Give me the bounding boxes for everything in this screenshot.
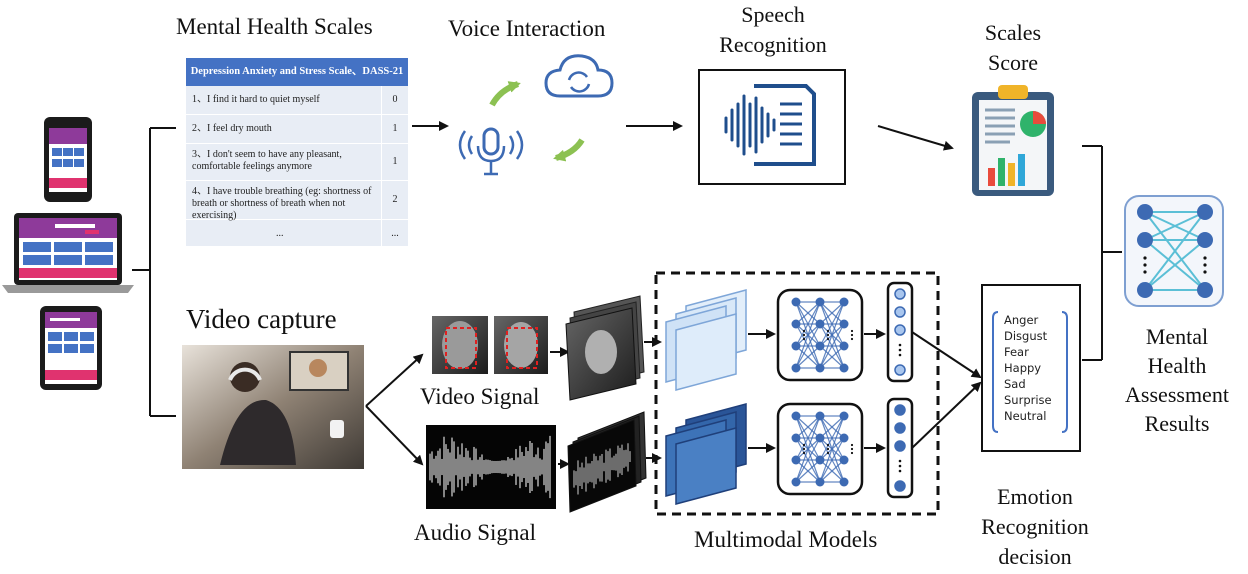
emotion-decision-line1: Emotion xyxy=(997,484,1073,509)
multimodal-models-label: Multimodal Models xyxy=(694,527,878,552)
emotion-bracket-left xyxy=(992,311,999,433)
emotion-item: Sad xyxy=(1004,377,1026,391)
emotion-item: Fear xyxy=(1004,345,1029,359)
clipboard-score-icon xyxy=(972,85,1054,196)
microphone-icon xyxy=(458,127,524,176)
video-capture-photo xyxy=(182,345,364,469)
emotion-decision-label: Emotion Recognition decision xyxy=(960,482,1110,572)
mental-health-scales-label: Mental Health Scales xyxy=(176,14,373,39)
scale-score: ... xyxy=(381,220,408,248)
scale-score: 0 xyxy=(381,86,408,114)
scales-score-line1: Scales xyxy=(984,20,1042,45)
scale-score: 1 xyxy=(381,115,408,143)
speech-recognition-line2: Recognition xyxy=(719,32,827,57)
cloud-sync-icon xyxy=(544,54,614,98)
table-row: 3、I don't seem to have any pleasant, com… xyxy=(186,144,408,181)
neural-net-top-box xyxy=(776,288,864,382)
green-arrow-up-icon xyxy=(489,81,521,107)
results-line1: Mental xyxy=(1145,324,1209,349)
scale-score: 1 xyxy=(381,144,408,180)
arrow-capture-to-video xyxy=(365,353,424,407)
neural-net-bottom xyxy=(791,411,854,487)
output-vector-bottom-nodes xyxy=(894,404,906,492)
multimodal-models-box xyxy=(654,271,940,516)
emotion-item: Anger xyxy=(1004,313,1039,327)
neural-net-bottom-box xyxy=(776,402,864,496)
emotion-box xyxy=(981,284,1081,452)
scale-question: 1、I find it hard to quiet myself xyxy=(192,94,320,105)
face-sequence-stack xyxy=(565,295,645,401)
emotion-list: Anger Disgust Fear Happy Sad Surprise Ne… xyxy=(1004,312,1068,424)
emotion-bracket-right xyxy=(1061,311,1068,433)
tablet-device xyxy=(40,306,102,390)
output-vector-top-nodes xyxy=(894,288,906,376)
audio-waveform xyxy=(426,425,556,509)
results-bracket xyxy=(1082,145,1122,361)
results-label: Mental Health Assessment Results xyxy=(1112,322,1242,438)
emotion-decision-line3: decision xyxy=(998,544,1072,569)
table-row: 2、I feel dry mouth 1 xyxy=(186,115,408,144)
face-crop-2 xyxy=(494,316,548,374)
neural-net-top xyxy=(791,297,854,373)
table-row: 1、I find it hard to quiet myself 0 xyxy=(186,86,408,115)
device-bracket xyxy=(132,127,176,417)
emotion-item: Surprise xyxy=(1004,393,1052,407)
laptop-device xyxy=(2,213,134,293)
face-crop-1 xyxy=(432,316,488,374)
scales-score-label: Scales Score xyxy=(966,18,1060,78)
dass21-scale-table: Depression Anxiety and Stress Scale、DASS… xyxy=(186,58,408,248)
voice-document-icon xyxy=(724,84,816,166)
results-line3: Assessment xyxy=(1125,382,1229,407)
scale-question: 3、I don't seem to have any pleasant, com… xyxy=(192,149,342,172)
emotion-item: Disgust xyxy=(1004,329,1048,343)
scale-question: ... xyxy=(276,228,284,239)
scale-question: 2、I feel dry mouth xyxy=(192,123,272,134)
audio-feature-layers xyxy=(665,403,747,505)
scale-table-title: Depression Anxiety and Stress Scale、DASS… xyxy=(186,58,408,86)
phone-device xyxy=(44,117,92,202)
speech-recognition-line1: Speech xyxy=(741,2,805,27)
emotion-decision-line2: Recognition xyxy=(981,514,1089,539)
arrow-speech-to-score xyxy=(877,125,954,151)
table-row: ... ... xyxy=(186,220,408,248)
table-row: 4、I have trouble breathing (eg: shortnes… xyxy=(186,181,408,221)
emotion-item: Neutral xyxy=(1004,409,1047,423)
green-arrow-down-icon xyxy=(553,138,585,162)
speech-recognition-label: Speech Recognition xyxy=(700,0,846,60)
audio-sequence-stack xyxy=(567,411,647,513)
scale-score: 2 xyxy=(381,181,408,219)
arrow-capture-to-audio xyxy=(365,405,424,466)
scale-question: 4、I have trouble breathing (eg: shortnes… xyxy=(192,186,372,221)
video-signal-label: Video Signal xyxy=(420,384,540,409)
video-capture-label: Video capture xyxy=(186,304,337,334)
arrow-vector-top-to-emotion xyxy=(911,331,982,379)
emotion-item: Happy xyxy=(1004,361,1042,375)
results-line2: Health xyxy=(1147,353,1207,378)
results-line4: Results xyxy=(1144,411,1210,436)
audio-signal-label: Audio Signal xyxy=(414,520,537,545)
voice-interaction-label: Voice Interaction xyxy=(448,16,606,41)
results-network xyxy=(1137,204,1213,298)
video-feature-layers xyxy=(665,289,747,391)
arrow-vector-bottom-to-emotion xyxy=(911,381,982,449)
scales-score-line2: Score xyxy=(987,50,1039,75)
